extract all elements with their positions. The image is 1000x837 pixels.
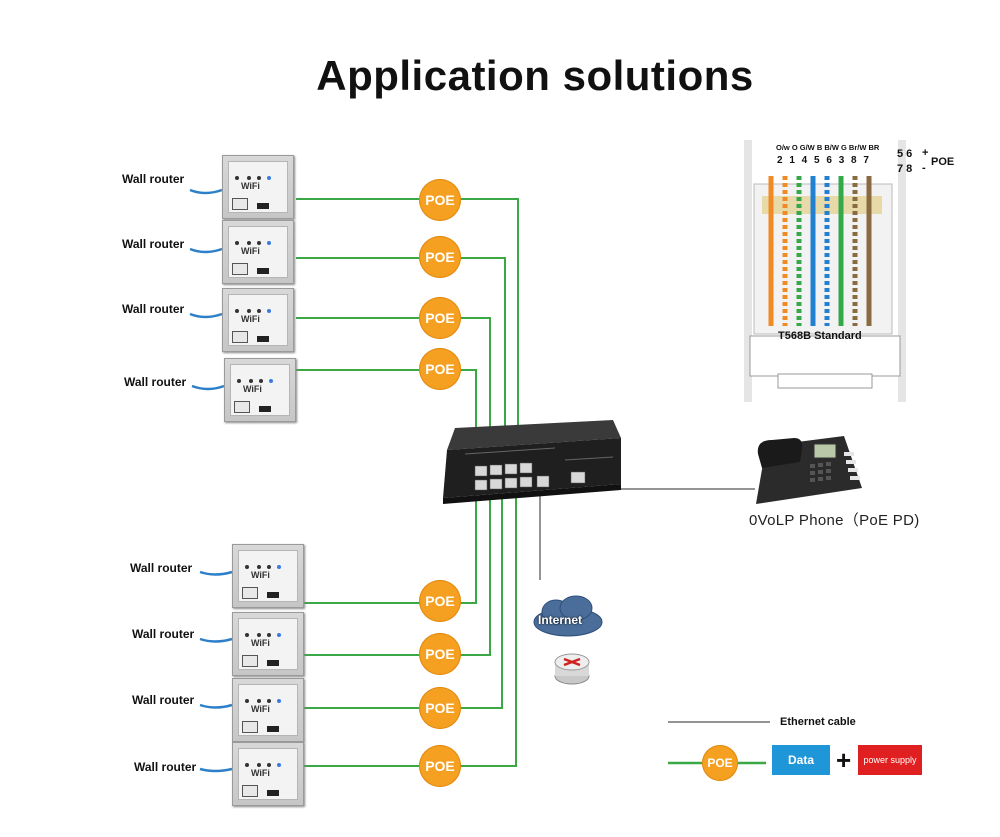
rj45-poe-label: POE: [931, 156, 955, 168]
poe-line-2: [296, 257, 506, 478]
wall-router-device: WiFi: [232, 678, 304, 742]
poe-badge: POE: [419, 633, 461, 675]
wall-router-device: WiFi: [222, 288, 294, 352]
ip-phone: [756, 436, 862, 504]
poe-badge: POE: [419, 348, 461, 390]
poe-switch: [443, 420, 621, 504]
wall-router-label: Wall router: [122, 172, 185, 186]
rj45-pin-numbers: 2 1 4 5 6 3 8 7: [777, 155, 871, 166]
wall-router-label: Wall router: [132, 693, 195, 707]
poe-badge: POE: [419, 580, 461, 622]
poe-badge: POE: [419, 297, 461, 339]
wall-router-label: Wall router: [122, 302, 185, 316]
legend-ethernet-label: Ethernet cable: [780, 716, 856, 728]
internet-label: Internet: [538, 613, 583, 627]
rj45-sign-minus: -: [922, 162, 926, 174]
poe-badge: POE: [419, 687, 461, 729]
rj45-connector: [740, 136, 910, 406]
rj45-pins-minus: 7 8: [897, 163, 913, 175]
poe-line-6: [296, 498, 491, 656]
wall-router-label: Wall router: [124, 375, 187, 389]
phone-label: 0VoLP Phone（PoE PD): [749, 512, 920, 529]
wall-router-label: Wall router: [122, 237, 185, 251]
legend-data-box: Data: [772, 745, 830, 775]
legend-power-supply-box: power supply: [858, 745, 922, 775]
diagram-title: Application solutions: [316, 52, 754, 99]
wall-router-device: WiFi: [222, 155, 294, 219]
poe-badge: POE: [419, 745, 461, 787]
router-icon: [554, 653, 590, 685]
poe-badge: POE: [419, 179, 461, 221]
rj45-sign-plus: +: [922, 147, 929, 159]
legend-plus: +: [836, 745, 852, 775]
legend-poe-badge: POE: [702, 745, 738, 781]
poe-line-3: [296, 317, 491, 478]
poe-line-8: [296, 498, 517, 767]
wall-router-label: Wall router: [130, 561, 193, 575]
wall-router-label: Wall router: [132, 627, 195, 641]
poe-line-5: [296, 498, 477, 604]
poe-badge: POE: [419, 236, 461, 278]
wall-router-device: WiFi: [224, 358, 296, 422]
rj45-pins-plus: 5 6: [897, 148, 913, 160]
rj45-color-codes: O/w O G/W B B/W G Br/W BR: [776, 143, 880, 152]
wall-router-device: WiFi: [232, 544, 304, 608]
wall-router-label: Wall router: [134, 760, 197, 774]
poe-line-7: [296, 498, 503, 709]
wall-router-device: WiFi: [232, 612, 304, 676]
wall-router-device: WiFi: [222, 220, 294, 284]
wall-router-device: WiFi: [232, 742, 304, 806]
poe-line-1: [296, 198, 519, 478]
rj45-standard-label: T568B Standard: [778, 330, 862, 342]
internet-cloud: [533, 595, 603, 637]
